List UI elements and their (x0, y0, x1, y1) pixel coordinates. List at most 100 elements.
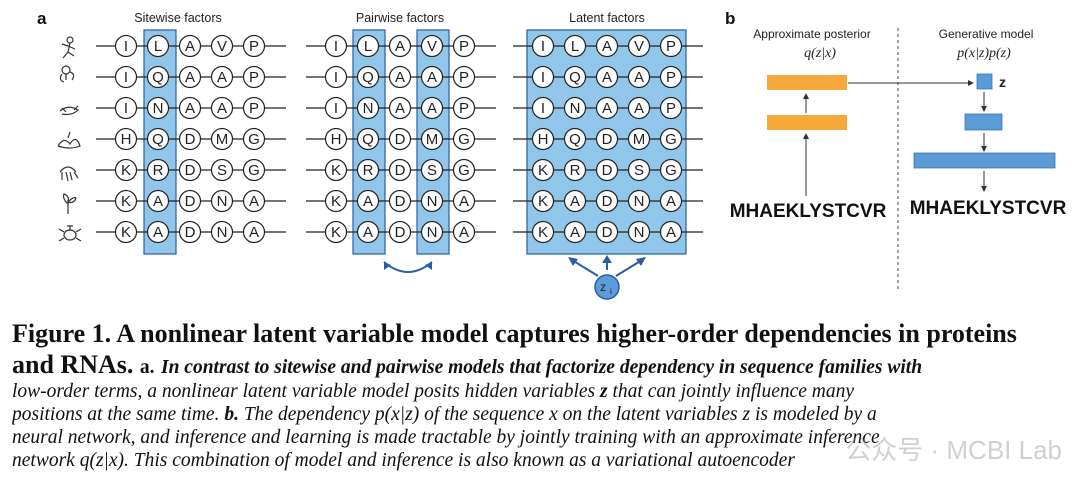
sitewise-residue-circle (178, 65, 202, 89)
encoder-layer-1 (767, 115, 847, 130)
caption-text-line-6: network q(z|x). This combination of mode… (12, 450, 795, 471)
sitewise-residue-label: H (121, 131, 132, 148)
pairwise-residue-circle (324, 158, 348, 182)
latent-residue-label: N (634, 193, 645, 210)
pairwise-residue-label: D (395, 131, 406, 148)
sitewise-residue-circle (210, 220, 234, 244)
latent-residue-circle (659, 189, 683, 213)
caption-text-line-4: positions at the same time. b. The depen… (12, 403, 1070, 426)
pairwise-residue-circle (388, 220, 412, 244)
caption-z-symbol: z (600, 381, 608, 402)
pairwise-residue-label: P (459, 100, 469, 117)
latent-residue-label: P (666, 38, 676, 55)
panel-a-letter: a (37, 9, 47, 28)
sitewise-residue-label: G (248, 162, 260, 179)
sitewise-residue-circle (178, 34, 202, 58)
decoder-arrowhead-3 (981, 186, 987, 192)
pairwise-residue-circle (356, 127, 380, 151)
output-sequence: MHAEKLYSTCVR (910, 198, 1067, 219)
sitewise-residue-circle (146, 158, 170, 182)
latent-residue-label: A (602, 69, 612, 86)
latent-residue-circle (627, 189, 651, 213)
plant-icon (62, 193, 77, 214)
caption-a-label: a. (139, 357, 155, 378)
latent-residue-circle (659, 96, 683, 120)
pairwise-arrowhead-left (384, 262, 391, 270)
pairwise-residue-circle (388, 65, 412, 89)
pairwise-residue-circle (452, 34, 476, 58)
figure-1-graphic: a Sitewise factors Pairwise factors Late… (37, 9, 1067, 300)
sitewise-residue-circle (114, 127, 138, 151)
latent-residue-circle (563, 127, 587, 151)
latent-residue-label: L (571, 38, 579, 55)
sitewise-residue-label: D (185, 162, 196, 179)
sitewise-residue-circle (210, 189, 234, 213)
latent-residue-label: K (538, 193, 548, 210)
pairwise-residue-label: Q (362, 131, 374, 148)
latent-title: Latent factors (569, 11, 645, 25)
sitewise-residue-circle (178, 189, 202, 213)
pairwise-title: Pairwise factors (356, 11, 444, 25)
sitewise-residue-label: V (217, 38, 227, 55)
stick-figure-icon (61, 36, 76, 59)
pairwise-residue-label: M (426, 131, 439, 148)
latent-residue-circle (595, 96, 619, 120)
caption-title-part-2: and RNAs. (12, 350, 134, 379)
pairwise-residue-circle (452, 65, 476, 89)
latent-residue-circle (627, 34, 651, 58)
sitewise-residue-circle (242, 65, 266, 89)
sitewise-residue-label: A (217, 69, 227, 86)
latent-z-label: z (999, 74, 1006, 90)
latent-residue-circle (627, 96, 651, 120)
pairwise-residue-label: A (395, 38, 405, 55)
sitewise-residue-circle (242, 220, 266, 244)
latent-residue-label: Q (569, 69, 581, 86)
latent-residue-label: D (602, 224, 613, 241)
latent-residue-circle (531, 34, 555, 58)
sitewise-residue-label: L (154, 38, 162, 55)
pairwise-residue-circle (324, 96, 348, 120)
latent-residue-label: A (602, 100, 612, 117)
pairwise-residue-label: D (395, 162, 406, 179)
sitewise-residue-label: A (185, 100, 195, 117)
sitewise-residue-label: D (185, 193, 196, 210)
latent-residue-circle (531, 158, 555, 182)
caption-text-b-1: The dependency p(x|z) of the sequence x … (243, 404, 877, 425)
latent-residue-circle (595, 127, 619, 151)
pairwise-residue-circle (388, 96, 412, 120)
pairwise-residue-label: N (363, 100, 374, 117)
pairwise-residue-circle (452, 189, 476, 213)
latent-residue-label: D (602, 193, 613, 210)
pairwise-residue-circle (388, 158, 412, 182)
sitewise-residue-circle (114, 65, 138, 89)
pairwise-residue-label: I (334, 100, 338, 117)
sitewise-residue-circle (146, 65, 170, 89)
latent-residue-label: G (665, 131, 677, 148)
pairwise-residue-circle (420, 127, 444, 151)
latent-residue-label: I (541, 38, 545, 55)
latent-variable-node (594, 274, 620, 300)
latent-residue-label: G (665, 162, 677, 179)
sitewise-residue-circle (114, 96, 138, 120)
decoder-layer-2 (913, 152, 1056, 169)
sitewise-residue-circle (146, 34, 170, 58)
sitewise-residue-label: P (249, 38, 259, 55)
pairwise-residue-label: N (427, 193, 438, 210)
pairwise-residue-circle (452, 158, 476, 182)
latent-residue-circle (531, 127, 555, 151)
sitewise-residue-circle (146, 189, 170, 213)
sitewise-residue-circle (242, 96, 266, 120)
pairwise-arrowhead-right (425, 262, 432, 270)
sitewise-residue-circle (242, 189, 266, 213)
latent-residue-label: Q (569, 131, 581, 148)
pairwise-residue-label: A (363, 224, 373, 241)
sitewise-residue-circle (210, 96, 234, 120)
sitewise-residue-circle (178, 158, 202, 182)
pairwise-residue-circle (356, 220, 380, 244)
organism-icons (57, 36, 82, 242)
latent-arrowhead-left (568, 257, 578, 266)
pairwise-residue-circle (356, 65, 380, 89)
pairwise-residue-label: A (459, 193, 469, 210)
pairwise-residue-label: A (427, 100, 437, 117)
